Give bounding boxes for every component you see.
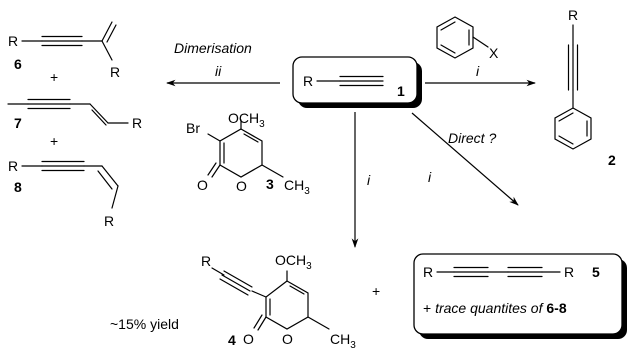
- compound-5: R R 5 + trace quantites of 6-8: [413, 253, 627, 339]
- direct-label: Direct ?: [448, 130, 496, 146]
- compound-8: R R 8: [8, 158, 119, 229]
- compound-5-trace-note: + trace quantites of 6-8: [423, 300, 567, 316]
- compound-6-number: 6: [14, 56, 22, 72]
- direct-arrow: [411, 112, 519, 206]
- pyrone-coupling-reaction: i: [351, 112, 371, 248]
- compound-4-ring-o: O: [282, 331, 293, 347]
- plus-sign-2: +: [50, 133, 58, 149]
- compound-4-och3: OCH3: [275, 252, 312, 272]
- compound-6-r2: R: [110, 64, 120, 80]
- compound-4-carbonyl-o: O: [243, 331, 254, 347]
- compound-4-ch3: CH3: [330, 331, 356, 351]
- dimerisation-reaction: Dimerisation ii: [166, 40, 280, 87]
- pyrone-coupling-condition: i: [367, 172, 371, 188]
- compound-8-r2: R: [104, 213, 114, 229]
- aryl-coupling-condition: i: [476, 63, 480, 79]
- compound-2-r: R: [568, 7, 578, 23]
- compound-3: OCH3 Br O O CH3 3: [186, 110, 310, 197]
- aryl-halide-reagent: X: [436, 16, 499, 61]
- compound-3-ch3: CH3: [284, 177, 310, 197]
- compound-4: R OCH3 O O CH3 4: [201, 252, 356, 351]
- compound-7-r: R: [132, 115, 142, 131]
- compound-2: R 2: [554, 7, 616, 168]
- compound-1-r: R: [303, 73, 313, 89]
- compound-1: R 1: [292, 56, 422, 108]
- compound-7: R 7: [7, 98, 142, 131]
- direct-reaction: Direct ? i: [411, 112, 519, 206]
- compound-2-number: 2: [608, 152, 616, 168]
- direct-condition: i: [428, 169, 432, 185]
- aryl-halide-x: X: [489, 45, 499, 61]
- compound-3-number: 3: [266, 176, 274, 192]
- compound-5-box: [413, 253, 623, 335]
- compound-4-r: R: [201, 253, 211, 269]
- compound-8-r1: R: [8, 158, 18, 174]
- dimerisation-label: Dimerisation: [174, 40, 252, 56]
- compound-3-och3: OCH3: [228, 110, 265, 130]
- compound-5-r-right: R: [564, 264, 574, 280]
- plus-sign-1: +: [50, 69, 58, 85]
- compound-5-r-left: R: [423, 264, 433, 280]
- compound-5-number: 5: [592, 264, 600, 280]
- compound-1-number: 1: [397, 83, 405, 99]
- aryl-coupling-reaction: i: [425, 63, 536, 87]
- compound-1-box: [292, 56, 418, 104]
- compound-7-number: 7: [14, 115, 22, 131]
- compound-6: R R 6: [8, 21, 120, 80]
- compound-3-ring-o: O: [236, 178, 247, 194]
- compound-6-r1: R: [8, 33, 18, 49]
- compound-3-br: Br: [186, 120, 200, 136]
- dimerisation-condition: ii: [215, 63, 222, 79]
- compound-4-number: 4: [228, 332, 236, 348]
- yield-note: ~15% yield: [110, 316, 179, 332]
- compound-3-carbonyl-o: O: [197, 177, 208, 193]
- plus-sign-3: +: [372, 283, 380, 299]
- compound-8-number: 8: [14, 179, 22, 195]
